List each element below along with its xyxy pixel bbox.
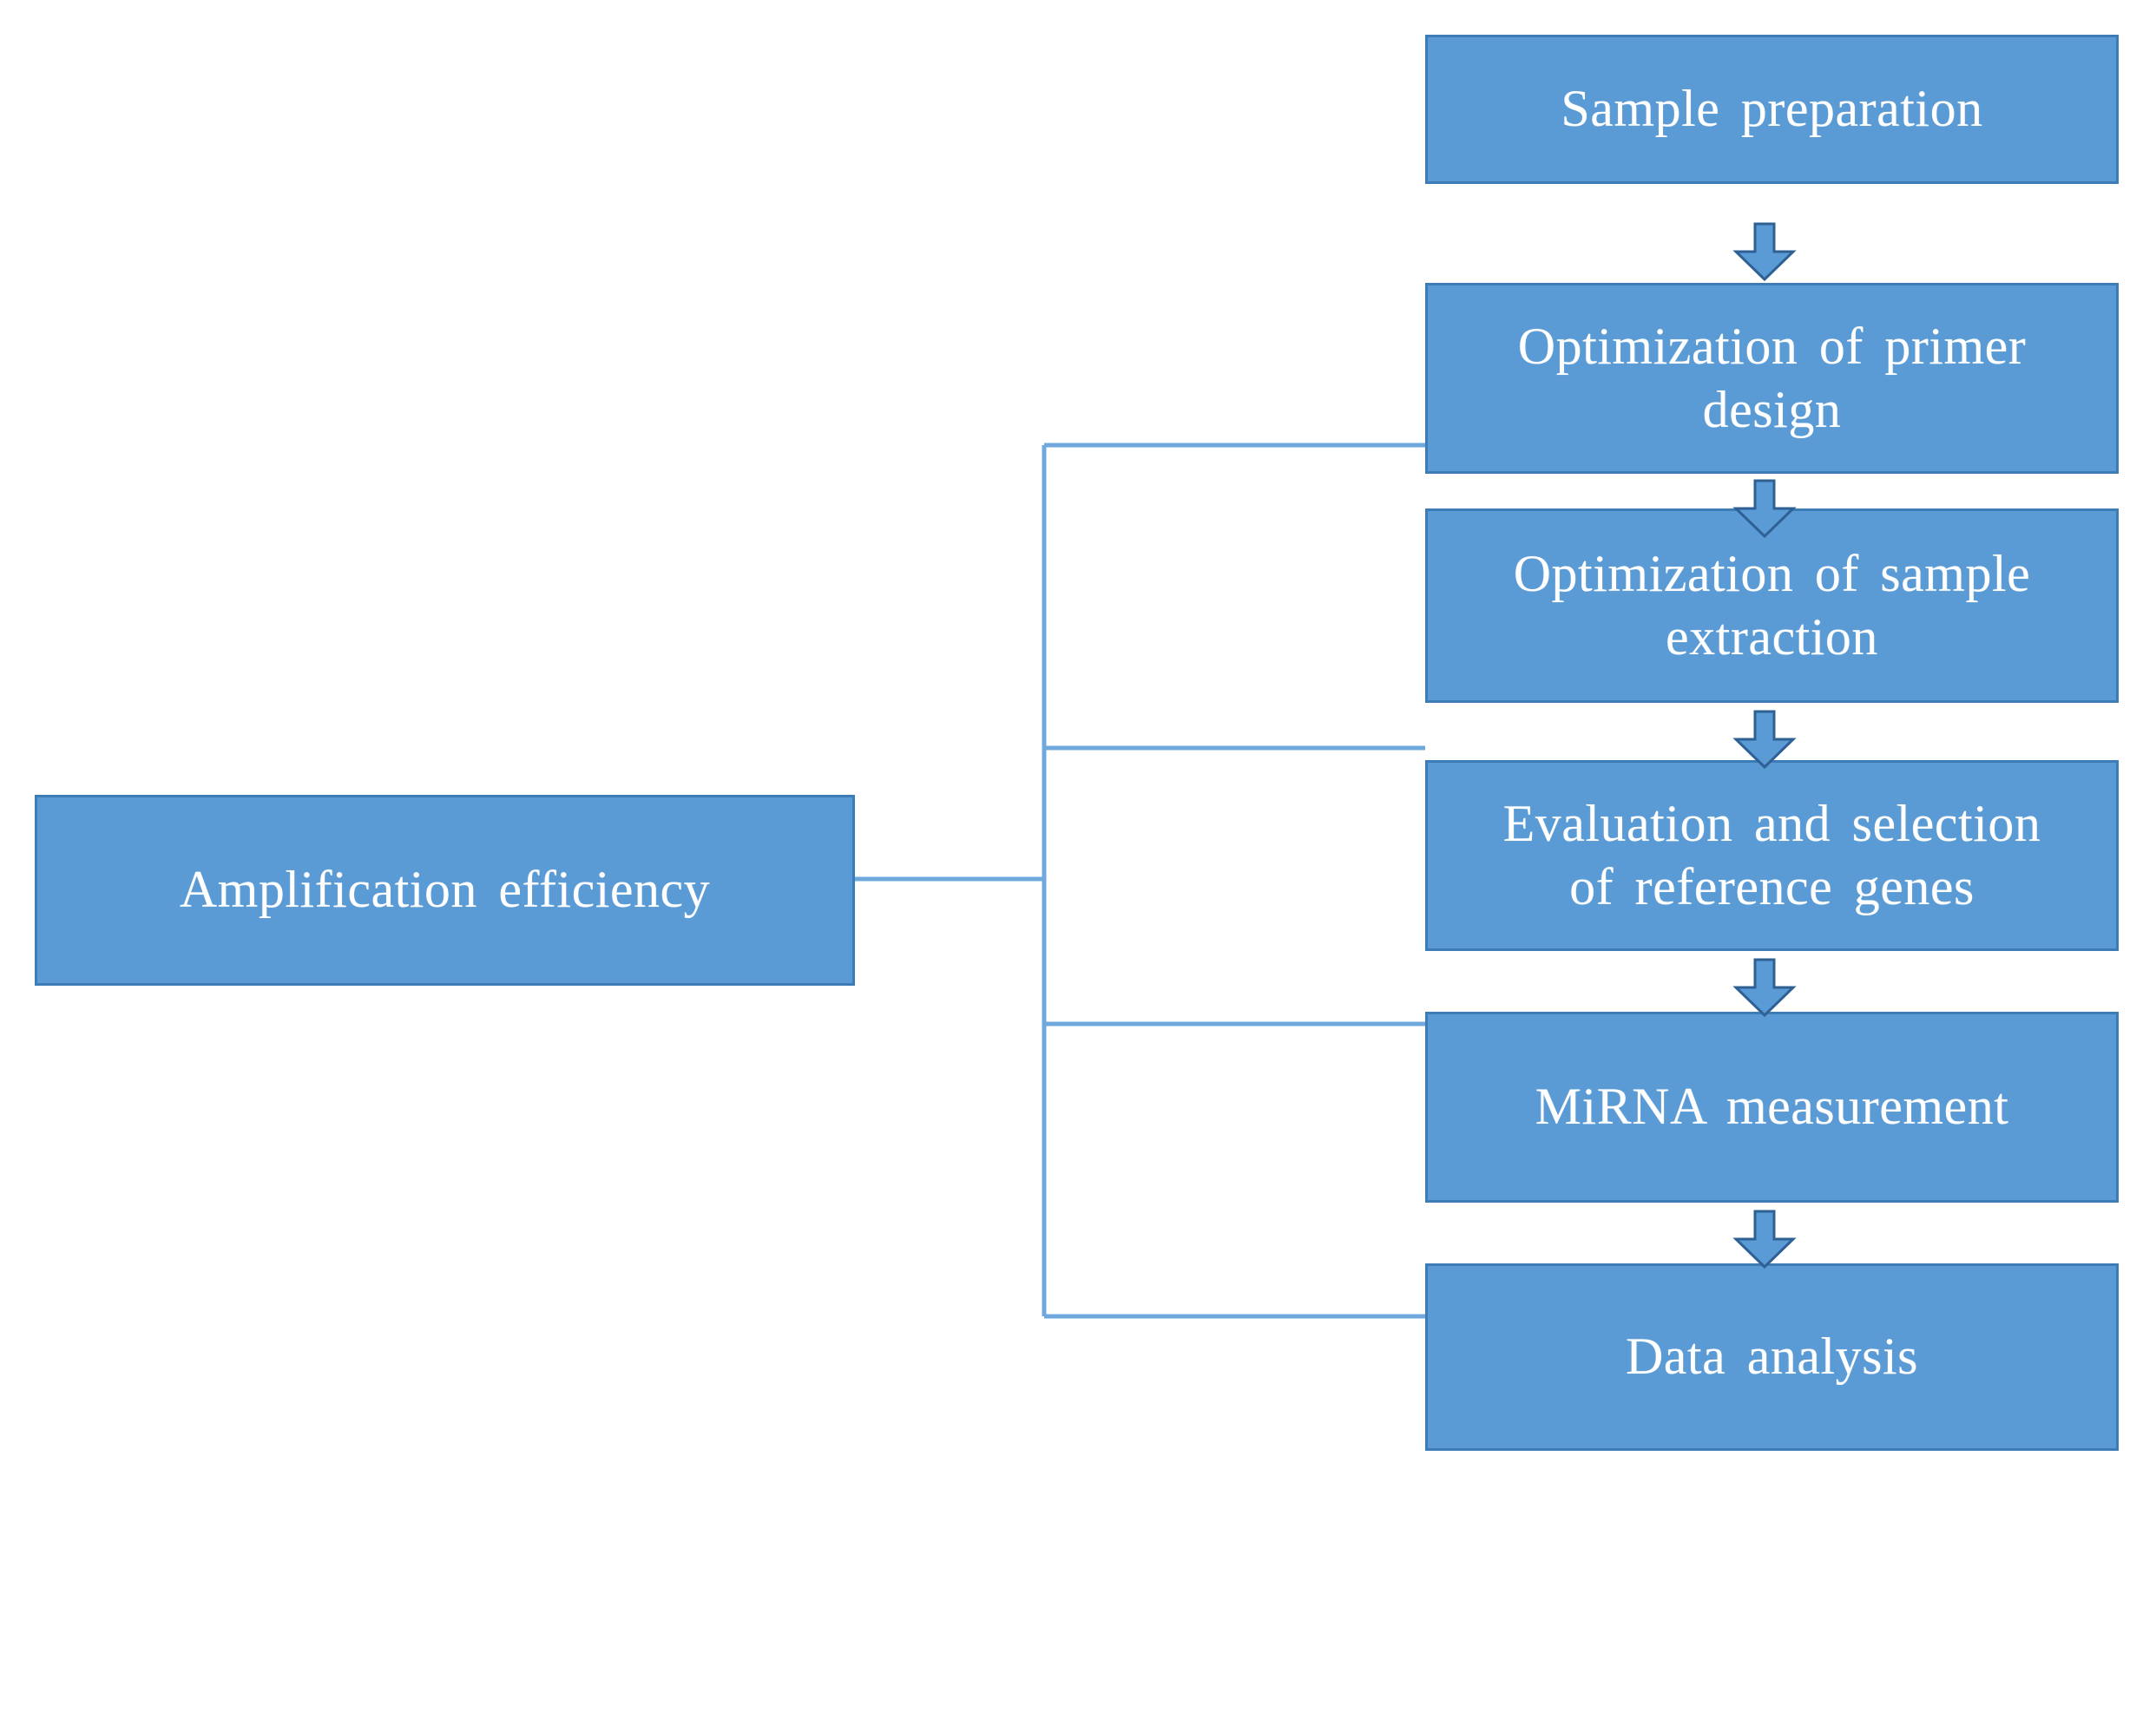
arrow-down-icon-sample-prep-to-primer-design: [1732, 222, 1797, 281]
node-sample-extraction[interactable]: Optimization of sample extraction: [1425, 508, 2119, 703]
node-amplification-efficiency-label: Amplification efficiency: [179, 861, 711, 919]
node-amplification-efficiency[interactable]: Amplification efficiency: [35, 795, 855, 986]
node-primer-design-label: Optimization of primer design: [1517, 317, 2027, 438]
node-sample-extraction-label: Optimization of sample extraction: [1513, 544, 2031, 666]
node-primer-design[interactable]: Optimization of primer design: [1425, 283, 2119, 474]
arrow-down-icon-primer-design-to-sample-extraction: [1732, 479, 1797, 538]
node-mirna-measurement-label: MiRNA measurement: [1535, 1078, 2009, 1136]
node-reference-genes-label: Evaluation and selection of reference ge…: [1502, 794, 2041, 915]
arrow-down-icon-mirna-to-data-analysis: [1732, 1210, 1797, 1269]
arrow-down-icon-sample-extraction-to-reference-genes: [1732, 710, 1797, 769]
node-sample-preparation-label: Sample preparation: [1561, 80, 1983, 138]
node-sample-preparation[interactable]: Sample preparation: [1425, 35, 2119, 184]
node-data-analysis-label: Data analysis: [1625, 1328, 1919, 1386]
arrow-down-icon-reference-genes-to-mirna: [1732, 958, 1797, 1017]
node-mirna-measurement[interactable]: MiRNA measurement: [1425, 1012, 2119, 1203]
node-data-analysis[interactable]: Data analysis: [1425, 1263, 2119, 1451]
node-reference-genes[interactable]: Evaluation and selection of reference ge…: [1425, 760, 2119, 951]
